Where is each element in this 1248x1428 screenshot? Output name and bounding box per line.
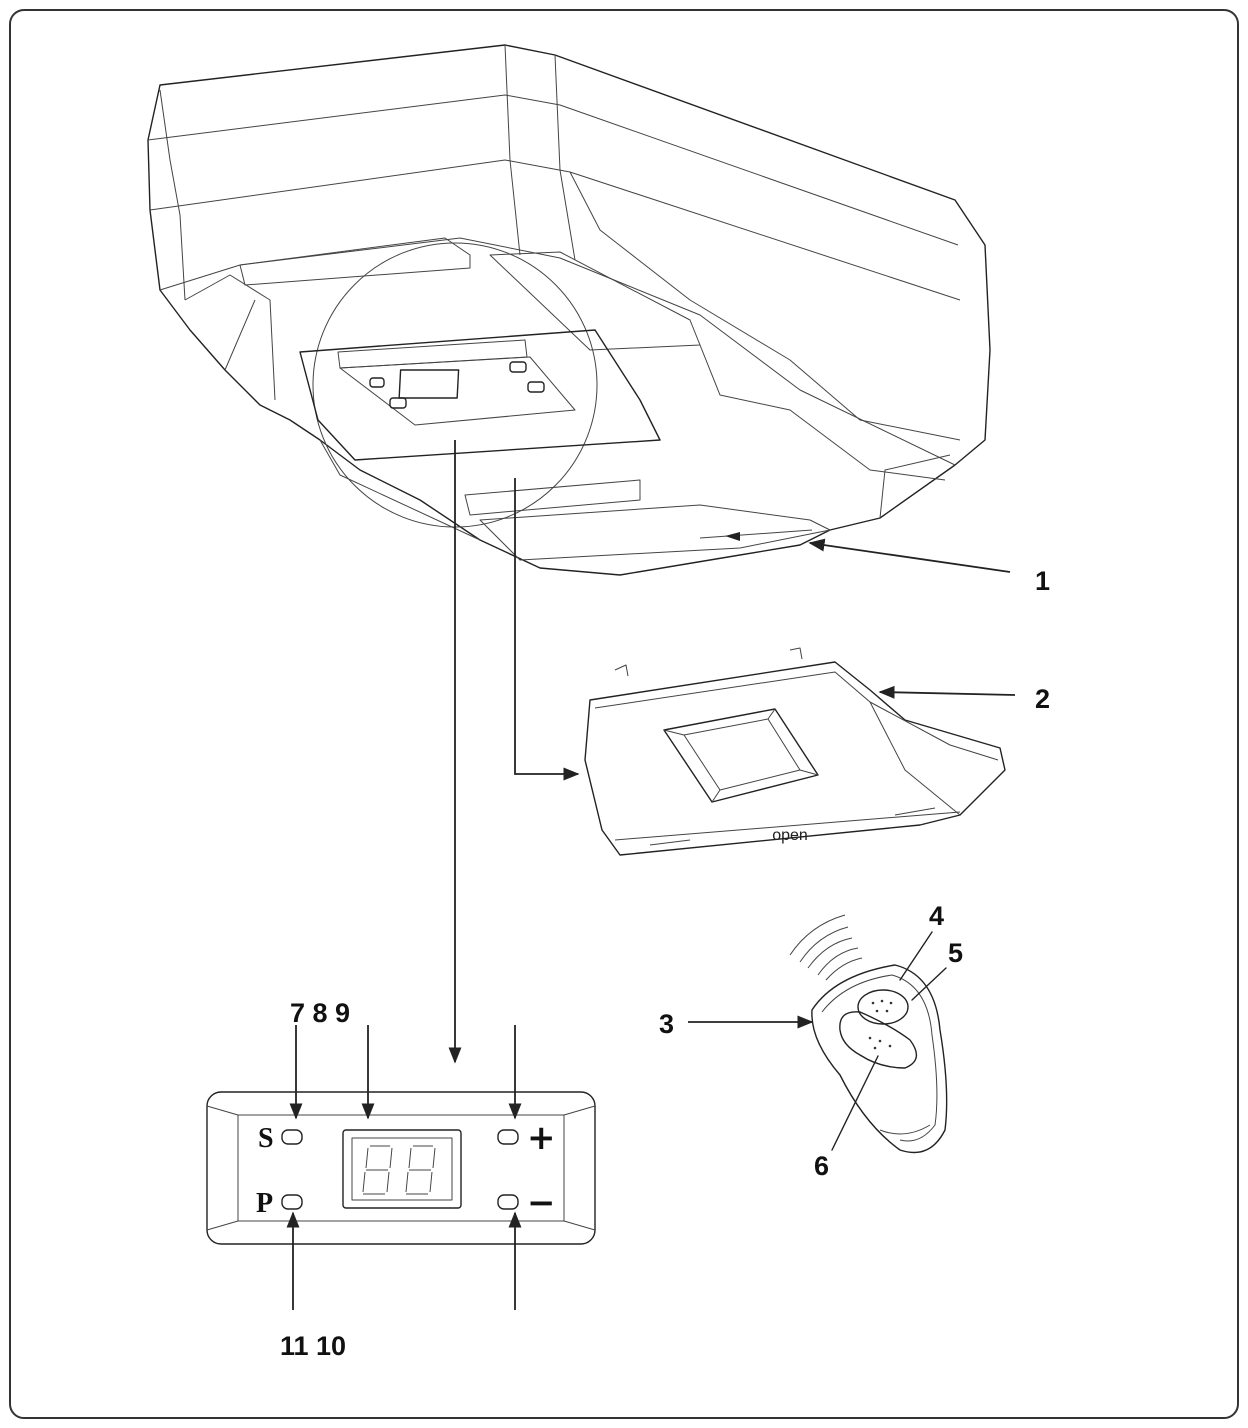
arrow-unit-to-cover — [514, 478, 580, 781]
leader-2 — [878, 685, 1016, 699]
callout-2: 2 — [1035, 684, 1050, 714]
plus-key[interactable] — [497, 1129, 519, 1145]
opener-unit — [147, 44, 991, 576]
minus-key[interactable] — [497, 1194, 519, 1210]
seven-segment-digits — [362, 1145, 436, 1195]
leader-1 — [808, 538, 1011, 573]
control-panel-detail: S P + − — [206, 1091, 596, 1245]
leader-4 — [899, 931, 933, 981]
callout-6: 6 — [814, 1151, 829, 1181]
p-key[interactable] — [281, 1194, 303, 1210]
callout-3: 3 — [659, 1009, 674, 1039]
radio-signal-icon — [789, 914, 863, 981]
seven-segment-display — [342, 1129, 462, 1209]
s-key[interactable] — [281, 1129, 303, 1145]
leader-5 — [911, 967, 947, 1001]
callout-5: 5 — [948, 938, 963, 968]
s-key-label: S — [258, 1123, 274, 1154]
cover-open-text: open — [772, 827, 808, 844]
minus-key-label: − — [527, 1183, 556, 1223]
callout-4: 4 — [929, 901, 944, 931]
panel-outer — [206, 1091, 596, 1245]
remote-small-button — [857, 989, 909, 1025]
leader-lines — [286, 440, 1016, 1310]
remote-large-button — [839, 1011, 918, 1069]
panel-cover: open — [584, 647, 1006, 856]
plus-key-label: + — [527, 1118, 556, 1158]
callout-1: 1 — [1035, 566, 1050, 596]
p-key-label: P — [256, 1188, 273, 1219]
leader-6 — [831, 1055, 879, 1151]
outer-frame — [9, 9, 1239, 1419]
callout-labels: 1 2 3 4 5 6 7 8 9 11 10 — [280, 566, 1050, 1361]
remote-control — [789, 914, 948, 1154]
callout-7-8-9: 7 8 9 — [290, 998, 350, 1028]
callout-11-10: 11 10 — [280, 1331, 346, 1361]
